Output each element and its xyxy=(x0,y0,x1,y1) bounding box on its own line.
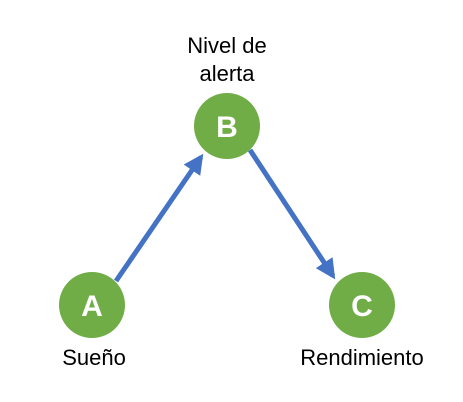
node-a-label: Sueño xyxy=(62,345,126,370)
node-b-circle xyxy=(194,93,260,159)
node-a: A Sueño xyxy=(59,272,126,370)
node-b-letter: B xyxy=(216,111,238,144)
node-a-letter: A xyxy=(81,290,103,323)
node-a-circle xyxy=(59,272,125,338)
arrow-b-to-c xyxy=(247,148,336,280)
node-c-letter: C xyxy=(351,290,373,323)
node-c-circle xyxy=(329,272,395,338)
arrow-a-to-b xyxy=(113,153,204,283)
node-b: B Nivel de alerta xyxy=(187,33,267,159)
node-b-label-line2: alerta xyxy=(199,61,255,86)
node-c: C Rendimiento xyxy=(300,272,424,370)
node-b-label-line1: Nivel de xyxy=(187,33,266,58)
node-c-label: Rendimiento xyxy=(300,345,424,370)
